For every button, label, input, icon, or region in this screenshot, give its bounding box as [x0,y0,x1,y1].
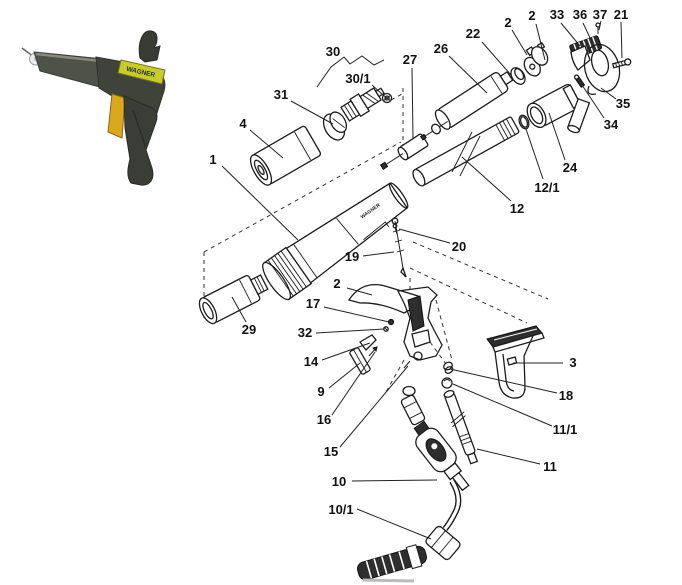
part-label-18: 18 [559,388,573,403]
product-photo: WAGNER [21,30,166,186]
part-label-29: 29 [242,322,256,337]
part-17-drawing [387,318,395,326]
part-label-27: 27 [403,52,417,67]
construction-lines [203,88,549,393]
part-12-1-drawing [518,114,530,130]
photo-hook [138,30,161,63]
part-label-20: 20 [452,239,466,254]
part-label-35: 35 [616,96,630,111]
part-2-discs-drawing [523,41,549,77]
part-label-16: 16 [317,412,331,427]
part-label-22: 22 [466,26,480,41]
part-label-21: 21 [614,7,628,22]
part-11-1-drawing [441,377,453,389]
part-label-37: 37 [593,7,607,22]
part-1-drawing: WAGNER [262,182,409,301]
part-3-drawing [486,325,545,399]
part-label-36: 36 [573,7,587,22]
part-22-drawing [510,67,526,85]
part-label-11-1: 11/1 [553,422,578,437]
part-label-26: 26 [434,41,448,56]
part-label-2a: 2 [504,15,511,30]
part-label-10-1: 10/1 [328,502,353,517]
part-24-drawing [526,83,591,134]
part-label-4: 4 [239,116,247,131]
part-11-drawing [443,389,479,465]
part-15-drawing [403,360,411,369]
part-29-drawing [198,274,269,325]
part-27-drawing [379,133,429,170]
part-label-15: 15 [324,444,338,459]
part-label-30: 30 [326,44,340,59]
part-19-drawing [392,220,407,278]
part-label-12-1: 12/1 [534,180,559,195]
part-4-drawing [249,125,322,186]
leader-lines [221,20,623,540]
part-label-11: 11 [543,459,557,474]
part-label-2b: 2 [528,8,535,23]
trigger-frame-drawing [397,286,443,361]
part-26-needle-drawing [419,120,449,141]
part-14-drawing [359,334,377,351]
part-label-31: 31 [274,87,288,102]
part-label-3: 3 [569,355,576,370]
part-37-drawing [595,22,601,34]
hook-assembly-drawing [569,22,632,95]
part-30-drawing [340,87,385,122]
part-10-drawing [400,385,470,531]
part-16-drawing [368,346,378,357]
photo-trigger [107,93,126,139]
part-10-1-drawing [357,525,461,583]
part-label-10: 10 [332,474,346,489]
part-18-drawing [443,361,454,374]
part-label-32: 32 [298,325,312,340]
part-26-drawing [434,70,514,130]
part-34-drawing [573,74,586,88]
part-30-1-drawing [381,92,393,104]
part-label-24: 24 [563,160,578,175]
part-label-2c: 2 [333,276,340,291]
photo-handle [123,95,158,186]
part-label-12: 12 [510,201,524,216]
part-21-drawing [611,58,632,69]
part-label-19: 19 [345,249,359,264]
part-12-drawing [412,116,520,187]
part-label-34: 34 [604,117,619,132]
part-31-drawing [322,111,348,141]
part-label-30-1: 30/1 [345,71,370,86]
photo-brand-label [117,59,166,85]
part-label-1: 1 [209,152,216,167]
part-labels: 1 4 31 30 30/1 27 26 22 2 2 33 36 37 21 … [209,7,630,517]
part-label-33: 33 [550,7,564,22]
part-9-drawing [349,347,371,375]
part-label-17: 17 [306,296,320,311]
part-label-14: 14 [304,354,319,369]
part-label-9: 9 [317,384,324,399]
part-32-drawing [383,326,389,332]
